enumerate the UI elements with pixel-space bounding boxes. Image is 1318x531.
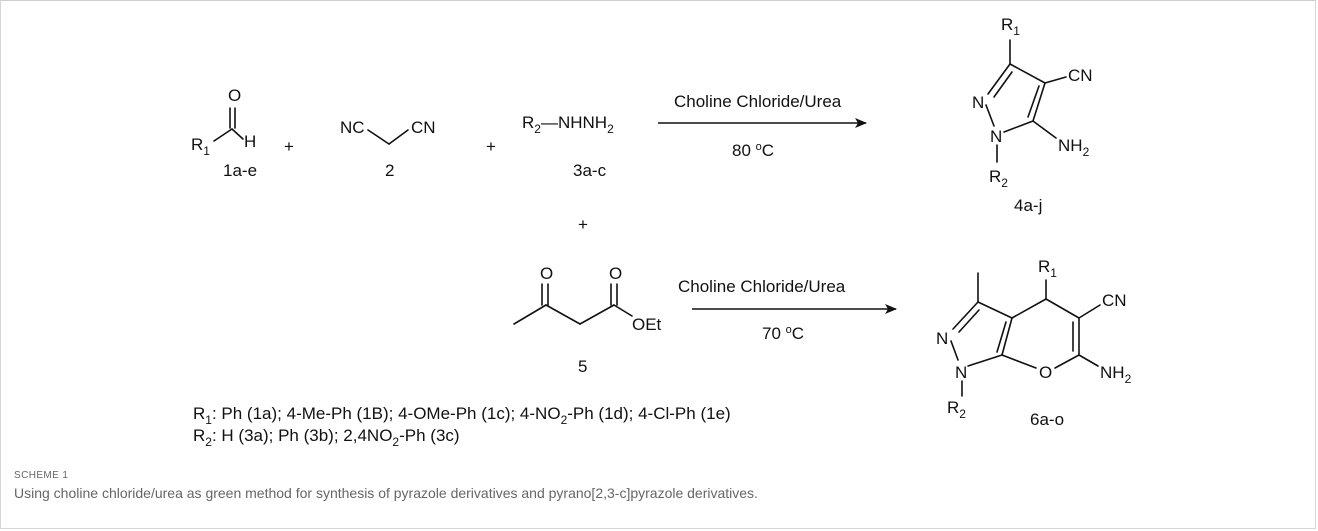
product2-label: 6a-o	[1030, 410, 1064, 429]
reactant2-label: 2	[385, 161, 394, 180]
plus-sign-2: +	[486, 137, 496, 156]
reactant5-label: 5	[578, 357, 587, 376]
product2-ring-oxygen: O	[1039, 363, 1052, 382]
reactant-aldehyde: O R1 H 1a-e	[191, 86, 257, 180]
reactant-hydrazine: R2—NHNH2 3a-c	[522, 113, 614, 180]
product-pyrazole: R1 N N CN NH2 R2 4a-j	[972, 15, 1093, 215]
arrow1-reagent: Choline Chloride/Urea	[674, 92, 842, 111]
arrow2-reagent: Choline Chloride/Urea	[678, 277, 846, 296]
aldehyde-hydrogen: H	[244, 132, 256, 151]
product2-r2: R2	[947, 398, 966, 421]
reaction-arrow-1: Choline Chloride/Urea 80 oC	[658, 92, 867, 160]
ketone-oxygen: O	[540, 264, 553, 283]
reactant-malononitrile: NC CN 2	[340, 118, 436, 180]
product1-r1: R1	[1001, 15, 1020, 38]
product2-cn: CN	[1102, 291, 1127, 310]
reactant-ethyl-acetoacetate: O O OEt 5	[513, 264, 662, 376]
product1-label: 4a-j	[1014, 196, 1042, 215]
legend-r1-line: R1: Ph (1a); 4-Me-Ph (1B); 4-OMe-Ph (1c)…	[193, 404, 731, 427]
product-pyranopyrazole: N N O R1 CN NH2 R2 6a-o	[936, 257, 1132, 429]
reactant3-label: 3a-c	[573, 161, 607, 180]
product1-nh2: NH2	[1058, 136, 1090, 159]
product1-n2: N	[972, 93, 984, 112]
plus-sign-1: +	[284, 137, 294, 156]
hydrazine-formula: R2—NHNH2	[522, 113, 614, 136]
product2-n2: N	[936, 329, 948, 348]
nc-group: NC	[340, 118, 365, 137]
arrow1-temperature: 80 oC	[732, 141, 774, 160]
plus-sign-3: +	[578, 215, 588, 234]
product1-cn: CN	[1068, 66, 1093, 85]
cn-group: CN	[411, 118, 436, 137]
legend-r2-line: R2: H (3a); Ph (3b); 2,4NO2-Ph (3c)	[193, 426, 460, 449]
aldehyde-r1: R1	[191, 135, 210, 158]
substituent-legend: R1: Ph (1a); 4-Me-Ph (1B); 4-OMe-Ph (1c)…	[193, 404, 731, 449]
reaction-arrow-2: Choline Chloride/Urea 70 oC	[678, 277, 897, 343]
oet-group: OEt	[632, 315, 662, 334]
caption-text: Using choline chloride/urea as green met…	[14, 485, 758, 501]
aldehyde-oxygen: O	[228, 86, 241, 105]
arrow2-temperature: 70 oC	[762, 324, 804, 343]
product1-n1: N	[990, 127, 1002, 146]
caption-label: SCHEME 1	[14, 470, 69, 481]
product2-r1: R1	[1038, 257, 1057, 280]
product2-nh2: NH2	[1100, 363, 1132, 386]
reactant1-label: 1a-e	[223, 161, 257, 180]
product2-n1: N	[955, 363, 967, 382]
product1-r2: R2	[989, 167, 1008, 190]
ester-oxygen: O	[609, 264, 622, 283]
